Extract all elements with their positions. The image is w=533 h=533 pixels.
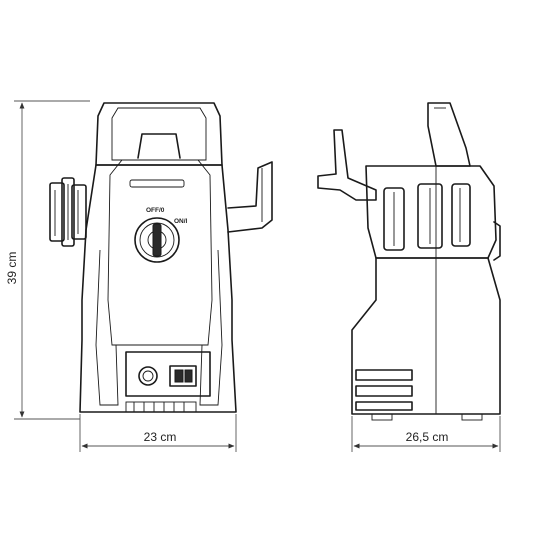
side-vent-slots [355, 369, 413, 411]
front-left-rib [95, 249, 119, 406]
side-knob-bump [493, 221, 501, 261]
knob-outer-ring [134, 217, 180, 263]
front-slot [129, 179, 185, 188]
height-dimension: 39 cm [5, 100, 90, 420]
front-width-dimension: 23 cm [79, 414, 237, 452]
side-upper-body [365, 165, 497, 259]
side-gun-hook [317, 129, 377, 201]
water-inlet-connector [138, 366, 158, 386]
knob-off-label: OFF/0 [146, 207, 165, 214]
front-right-rib [199, 249, 223, 406]
side-front-foot [371, 413, 393, 421]
side-lower-body [351, 257, 501, 415]
outlet-connector [169, 365, 197, 387]
side-rear-foot [461, 413, 483, 421]
front-body-outline [79, 164, 237, 413]
power-knob[interactable]: OFF/0 ON/I [134, 207, 188, 263]
knob-on-label: ON/I [174, 218, 188, 225]
front-top-inner [111, 107, 207, 161]
left-hose-reel [49, 177, 87, 247]
side-hose-reel [383, 183, 471, 251]
side-view [317, 102, 501, 421]
front-view: OFF/0 ON/I [49, 102, 273, 413]
right-gun-holder [227, 161, 273, 233]
side-depth-label: 26,5 cm [406, 430, 449, 444]
height-label: 39 cm [5, 252, 19, 285]
side-handle [427, 102, 471, 167]
knob-inner-ring [139, 222, 175, 258]
side-depth-dimension: 26,5 cm [351, 416, 501, 452]
front-handle-grip [137, 133, 181, 159]
front-connector-panel [125, 351, 211, 397]
knob-grip [152, 223, 162, 257]
front-base-foot [125, 401, 197, 413]
front-width-label: 23 cm [144, 430, 177, 444]
front-center-panel [107, 159, 213, 346]
